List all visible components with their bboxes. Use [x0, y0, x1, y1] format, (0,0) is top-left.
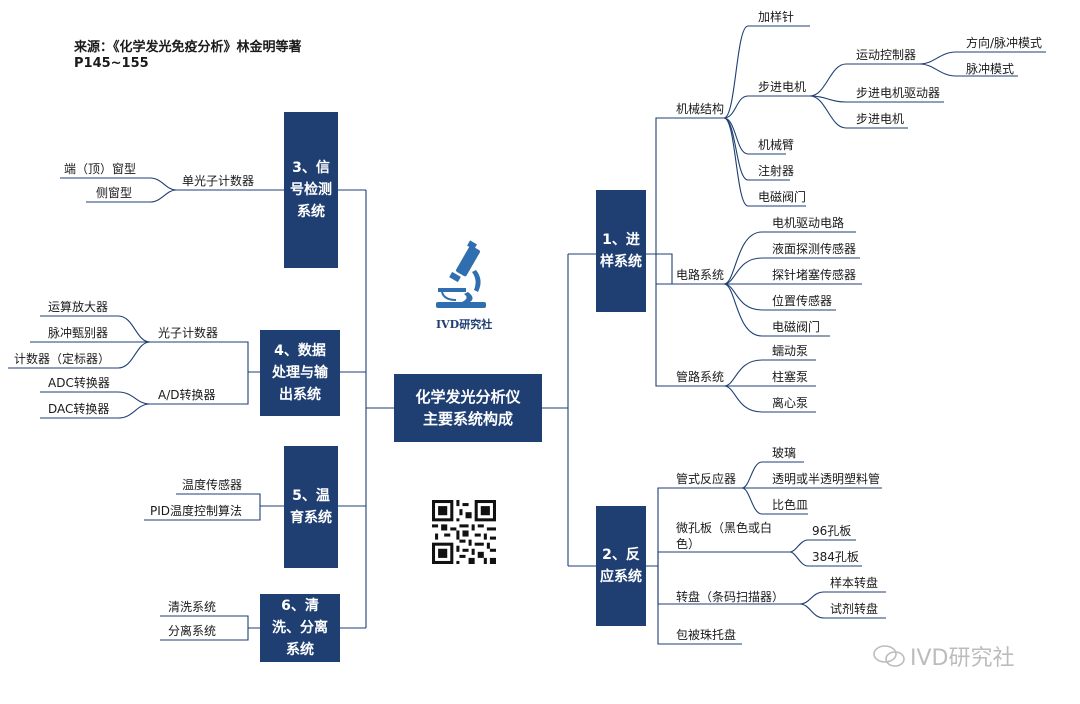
node-tube-reactor: 管式反应器 — [676, 472, 737, 486]
watermark-text: IVD研究社 — [910, 646, 1015, 671]
node-syringe: 注射器 — [758, 164, 795, 178]
node-pulse-mode: 脉冲模式 — [966, 62, 1015, 76]
node-separation: 分离系统 — [168, 624, 217, 638]
node-op-amp: 运算放大器 — [48, 300, 109, 314]
system-6-node: 6、清洗、分离系统 — [260, 594, 340, 662]
logo-caption: IVD研究社 — [436, 318, 493, 331]
node-peristaltic: 蠕动泵 — [772, 344, 809, 358]
node-piston: 柱塞泵 — [772, 370, 809, 384]
system-4-node: 4、数据处理与输出系统 — [260, 330, 340, 416]
qr-code — [432, 500, 496, 564]
source-line1: 来源：《化学发光免疫分析》林金明等著 — [74, 40, 302, 55]
node-cuvette: 比色皿 — [772, 498, 809, 512]
node-pid: PID温度控制算法 — [150, 504, 243, 518]
node-plate-96: 96孔板 — [812, 524, 852, 538]
node-glass: 玻璃 — [772, 446, 797, 460]
node-centrifugal: 离心泵 — [772, 396, 809, 410]
node-ad-converter: A/D转换器 — [158, 388, 216, 402]
node-temp-sensor: 温度传感器 — [182, 478, 243, 492]
source-citation: 来源：《化学发光免疫分析》林金明等著 P145~155 — [74, 40, 302, 72]
system-1-node: 1、进样系统 — [596, 190, 646, 312]
node-clog-sensor: 探针堵塞传感器 — [772, 268, 857, 282]
node-side-window: 侧窗型 — [96, 186, 133, 200]
node-reagent-disk: 试剂转盘 — [830, 602, 879, 616]
node-pipeline: 管路系统 — [676, 370, 725, 384]
node-stepper-motor: 步进电机 — [758, 80, 807, 94]
node-cleaning: 清洗系统 — [168, 600, 217, 614]
node-solenoid-valve-2: 电磁阀门 — [772, 320, 821, 334]
node-turntable: 转盘（条码扫描器） — [676, 590, 785, 604]
node-microplate: 微孔板（黑色或白色） — [676, 521, 773, 551]
system-2-node: 2、反应系统 — [596, 506, 646, 626]
node-mechanical: 机械结构 — [676, 102, 725, 116]
node-counter: 计数器（定标器） — [14, 352, 111, 366]
node-bead-tray: 包被珠托盘 — [676, 628, 737, 642]
node-position-sensor: 位置传感器 — [772, 294, 833, 308]
node-direction-pulse: 方向/脉冲模式 — [966, 36, 1043, 50]
node-pulse-discriminator: 脉冲甄别器 — [48, 326, 109, 340]
microscope-icon — [436, 240, 486, 308]
node-plastic-tube: 透明或半透明塑料管 — [772, 472, 881, 486]
node-motor-drive: 电机驱动电路 — [772, 216, 845, 230]
node-adc-converter: ADC转换器 — [48, 376, 110, 390]
node-photon-counter: 光子计数器 — [158, 326, 219, 340]
node-circuit: 电路系统 — [676, 268, 725, 282]
node-sampling-needle: 加样针 — [758, 10, 795, 24]
system-3-node: 3、信号检测系统 — [284, 112, 338, 268]
center-node: 化学发光分析仪 主要系统构成 — [394, 374, 542, 442]
node-stepper-motor-2: 步进电机 — [856, 112, 905, 126]
source-line2: P145~155 — [74, 56, 149, 71]
node-dac-converter: DAC转换器 — [48, 402, 110, 416]
node-level-sensor: 液面探测传感器 — [772, 242, 857, 256]
wechat-icon — [873, 645, 905, 667]
node-stepper-driver: 步进电机驱动器 — [856, 86, 941, 100]
node-robot-arm: 机械臂 — [758, 138, 795, 152]
node-plate-384: 384孔板 — [812, 550, 859, 564]
node-solenoid-valve: 电磁阀门 — [758, 190, 807, 204]
node-sample-disk: 样本转盘 — [830, 576, 879, 590]
node-end-window: 端（顶）窗型 — [64, 162, 137, 176]
node-motion-controller: 运动控制器 — [856, 48, 917, 62]
system-5-node: 5、温育系统 — [284, 446, 338, 568]
node-single-photon-counter: 单光子计数器 — [182, 174, 255, 188]
